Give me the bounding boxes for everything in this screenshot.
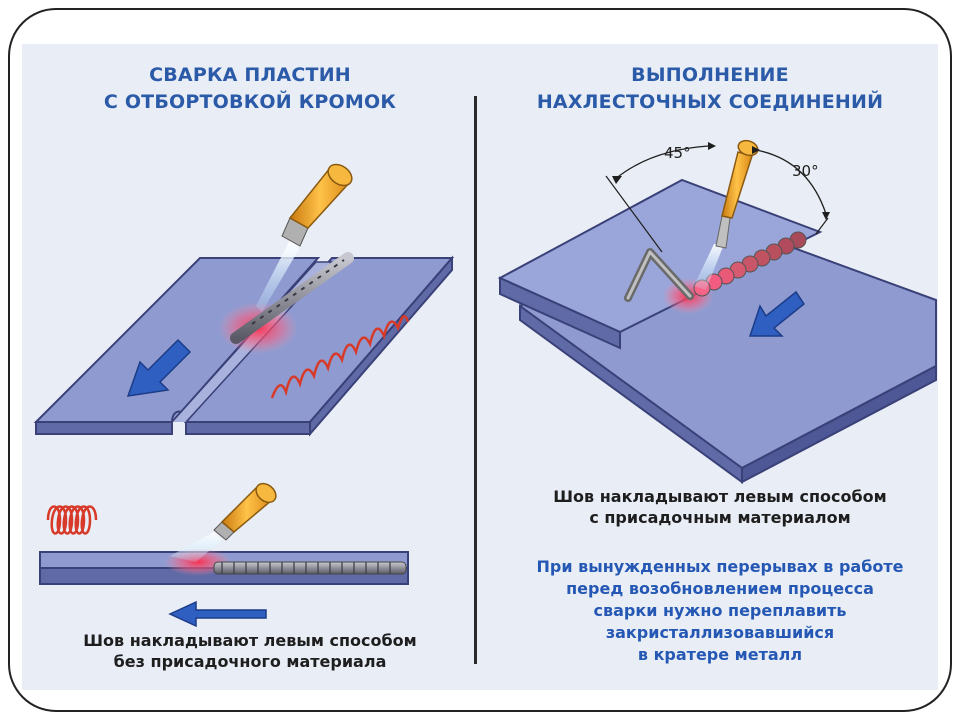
note-line: перед возобновлением процесса [566,579,874,598]
right-caption-line2: с присадочным материалом [589,508,851,527]
side-view-illustration [39,482,409,628]
flanged-plates-illustration [33,163,455,437]
angle-45-label: 45° [664,144,691,162]
left-title: СВАРКА ПЛАСТИН С ОТБОРТОВКОЙ КРОМОК [40,62,460,116]
right-note: При вынужденных перерывах в работе перед… [500,556,940,666]
left-caption: Шов накладывают левым способом без приса… [40,630,460,672]
right-title-line1: ВЫПОЛНЕНИЕ [631,64,789,86]
note-line: закристаллизовавшийся [605,623,835,642]
arrow-left-icon [126,338,192,397]
left-caption-line1: Шов накладывают левым способом [83,631,417,650]
torch-icon [213,482,277,541]
note-line: При вынужденных перерывах в работе [536,557,904,576]
left-title-line1: СВАРКА ПЛАСТИН [149,64,351,86]
angle-30-label: 30° [792,162,819,180]
filler-wire-icon [46,505,98,535]
arrow-left-icon [748,290,806,337]
left-caption-line2: без присадочного материала [113,652,387,671]
right-caption-line1: Шов накладывают левым способом [553,487,887,506]
torch-icon [281,163,353,247]
lap-joint-illustration: 45° 30° [497,139,937,484]
right-title-line2: НАХЛЕСТОЧНЫХ СОЕДИНЕНИЙ [536,91,884,113]
right-caption: Шов накладывают левым способом с присадо… [510,486,930,528]
heat-wave-icon [270,315,410,399]
right-title: ВЫПОЛНЕНИЕ НАХЛЕСТОЧНЫХ СОЕДИНЕНИЙ [500,62,920,116]
arrow-left-icon [168,600,267,628]
center-divider [474,96,477,664]
note-line: в кратере металл [637,645,803,664]
note-line: сварки нужно переплавить [593,601,847,620]
left-title-line2: С ОТБОРТОВКОЙ КРОМОК [103,91,397,113]
